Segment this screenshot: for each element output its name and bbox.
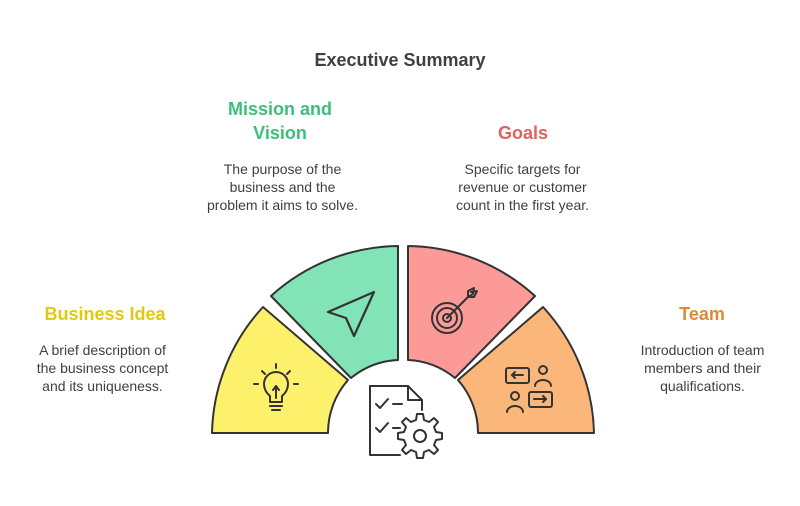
diagram-title: Executive Summary (314, 50, 486, 70)
segment-team (457, 306, 595, 434)
navigation-arrow-icon (326, 290, 376, 338)
segment-business-idea (211, 306, 349, 434)
description-business-idea: A brief description of the business conc… (36, 342, 169, 394)
heading-business-idea: Business Idea (44, 304, 166, 324)
heading-mission-vision: Mission and Vision (227, 99, 332, 143)
segment-mission-vision (270, 245, 399, 379)
heading-goals: Goals (497, 123, 549, 143)
description-mission-vision: The purpose of the business and the prob… (207, 161, 358, 213)
lightbulb-icon (253, 363, 299, 411)
target-icon (431, 287, 478, 334)
description-goals: Specific targets for revenue or customer… (455, 161, 590, 213)
team-exchange-icon (505, 365, 553, 413)
description-team: Introduction of team members and their q… (640, 342, 765, 394)
segment-goals (407, 245, 536, 379)
heading-team: Team (679, 304, 725, 324)
checklist-gear-icon (369, 385, 443, 459)
